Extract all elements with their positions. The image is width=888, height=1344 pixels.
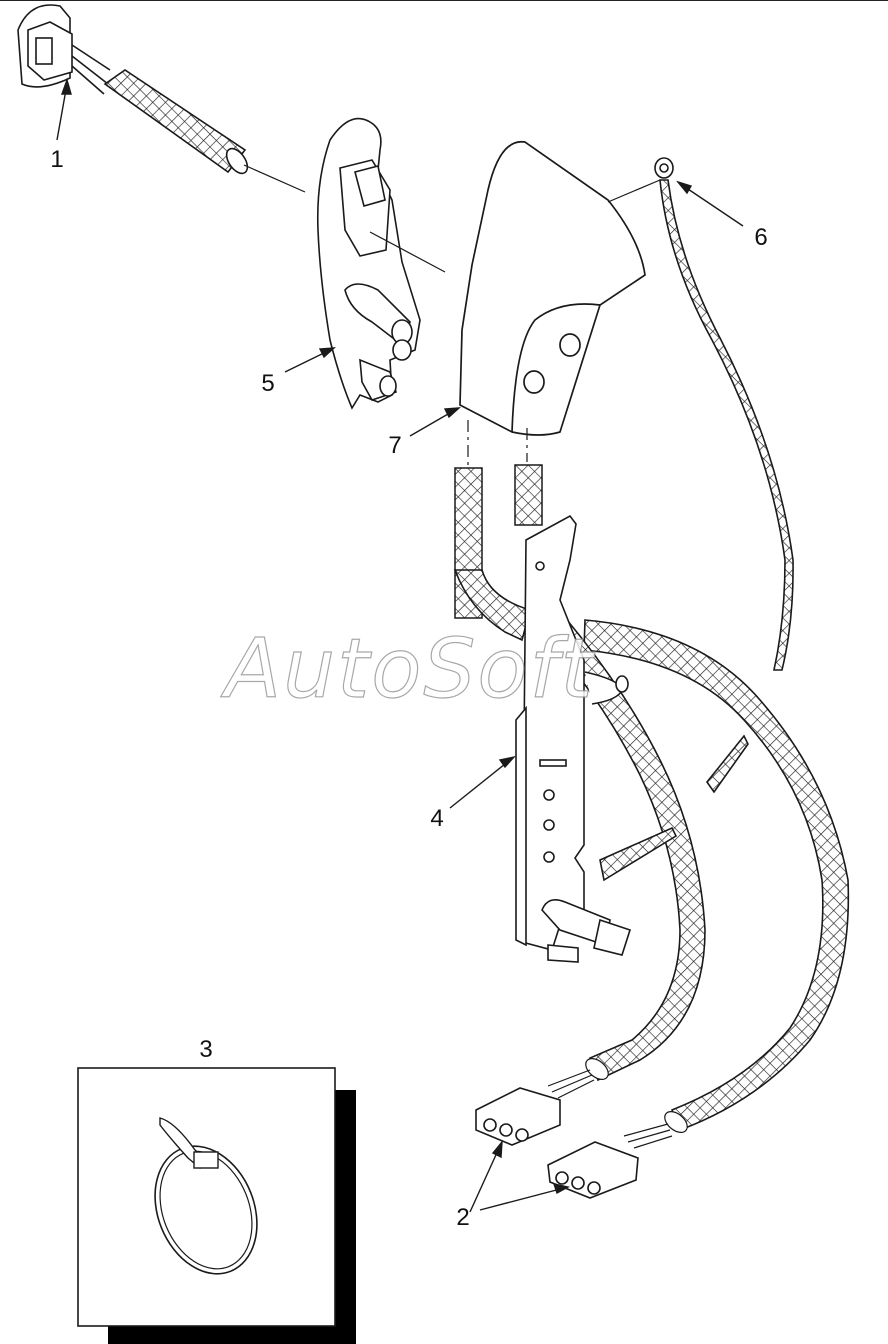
- callout-7: 7: [388, 432, 402, 459]
- watermark: AutoSoft: [224, 621, 595, 717]
- part-5-holder-bracket: [316, 117, 446, 410]
- leader-6: [675, 180, 744, 227]
- callout-1: 1: [50, 146, 64, 173]
- callout-2: 2: [456, 1204, 470, 1231]
- callout-3: 3: [199, 1036, 213, 1063]
- leader-1: [56, 77, 72, 141]
- part-6-terminal-wire: [654, 157, 794, 671]
- callout-5: 5: [261, 370, 275, 397]
- leader-4: [449, 755, 516, 809]
- part-1-connector-sleeve: [17, 4, 306, 193]
- callout-4: 4: [430, 805, 444, 832]
- leader-2: [469, 1139, 570, 1213]
- assembly-dashes: [467, 420, 528, 465]
- part-2-connectors: [475, 1087, 639, 1199]
- wire-ends: [547, 1058, 688, 1149]
- leader-7: [409, 407, 461, 437]
- leader-5: [284, 347, 336, 373]
- top-border: [0, 0, 888, 1]
- part-3-cable-tie-box: [77, 1067, 356, 1344]
- part-7-cover: [459, 140, 661, 436]
- part-4-mount-bracket: [453, 514, 850, 1132]
- callout-6: 6: [754, 224, 768, 251]
